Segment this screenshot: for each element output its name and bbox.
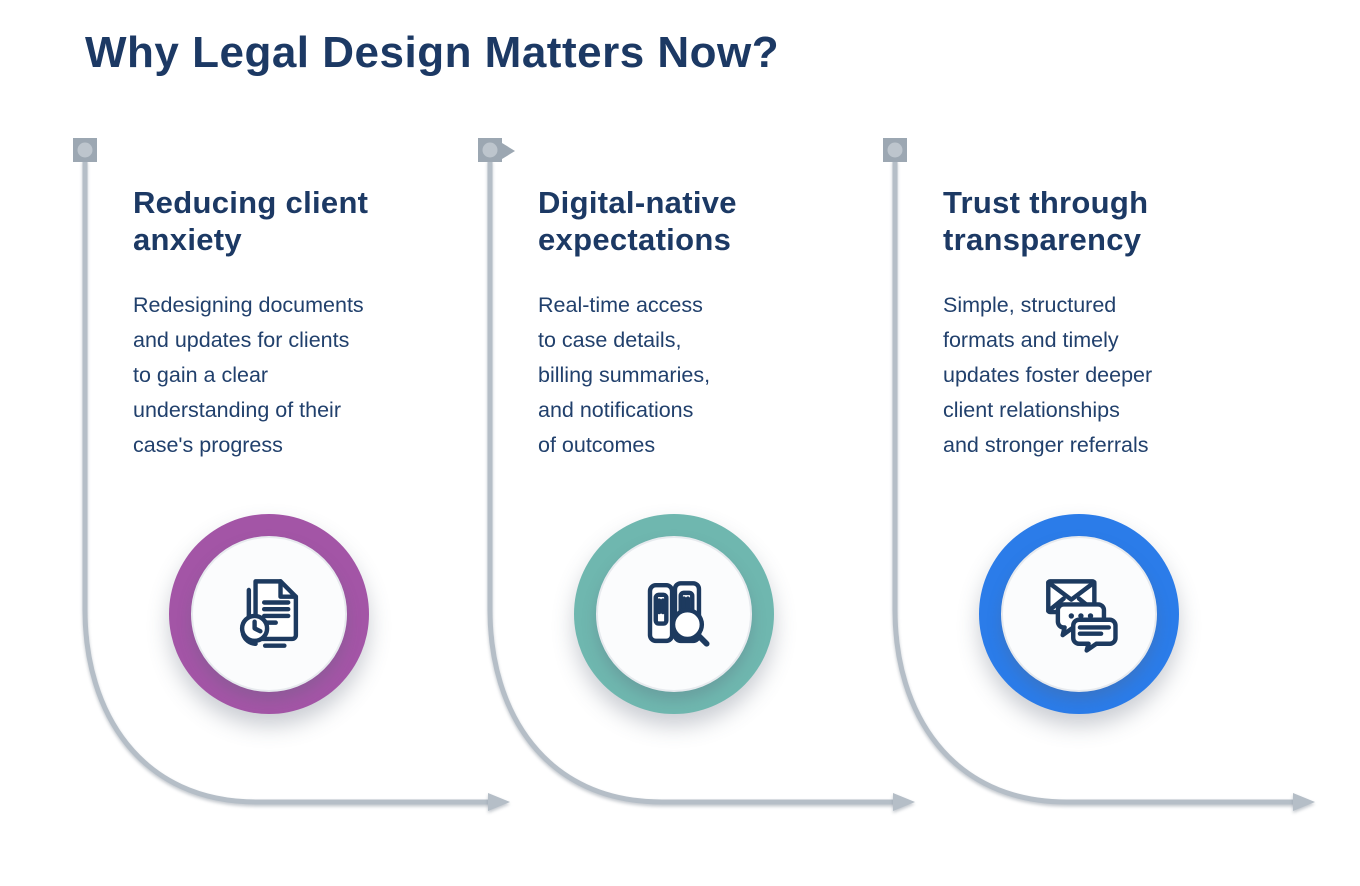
- document-clock-icon: [239, 579, 299, 648]
- column-digital-native-expectations: Digital-native expectations Real-time ac…: [538, 184, 878, 463]
- flow-marker-dot-2: [482, 142, 498, 158]
- column-reducing-client-anxiety: Reducing client anxiety Redesigning docu…: [133, 184, 473, 463]
- column-2-body: Real-time access to case details, billin…: [538, 293, 711, 457]
- page-title: Why Legal Design Matters Now?: [85, 28, 780, 77]
- flow-line-1: [82, 159, 492, 805]
- column-1-body: Redesigning documents and updates for cl…: [133, 293, 364, 457]
- badge-inner-circle: [191, 536, 347, 692]
- binders-magnifier-icon: [647, 581, 710, 647]
- envelope-chat-icon: [1046, 579, 1118, 653]
- flow-arrowhead-3: [1293, 793, 1315, 811]
- flow-marker-dot-1: [77, 142, 93, 158]
- badge-trust-through-transparency: [979, 514, 1179, 714]
- badge-inner-circle: [1001, 536, 1157, 692]
- badge-reducing-client-anxiety: [169, 514, 369, 714]
- column-trust-through-transparency: Trust through transparency Simple, struc…: [943, 184, 1283, 463]
- flow-marker-2-arrow: [502, 143, 515, 159]
- flow-arrowhead-2: [893, 793, 915, 811]
- flow-marker-dot-3: [887, 142, 903, 158]
- column-1-heading: Reducing client anxiety: [133, 185, 369, 257]
- flow-arrowhead-1: [488, 793, 510, 811]
- column-3-heading: Trust through transparency: [943, 185, 1149, 257]
- flow-line-3: [892, 159, 1297, 805]
- badge-inner-circle: [596, 536, 752, 692]
- badge-digital-native-expectations: [574, 514, 774, 714]
- column-3-body: Simple, structured formats and timely up…: [943, 293, 1153, 457]
- column-2-heading: Digital-native expectations: [538, 185, 737, 257]
- flow-line-2: [487, 159, 897, 805]
